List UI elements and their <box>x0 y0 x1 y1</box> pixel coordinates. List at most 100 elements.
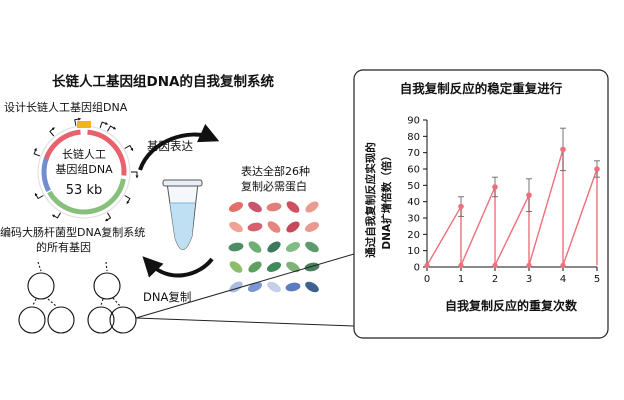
encode-label-line1: 编码大肠杆菌型DNA复制系统 <box>0 225 145 239</box>
y-tick-label: 90 <box>407 116 420 127</box>
y-tick-label: 70 <box>407 148 420 159</box>
y-axis-label-line1: 通过自我复制反应实现的 <box>364 142 377 258</box>
y-tick-label: 20 <box>407 230 420 241</box>
y-tick-label: 30 <box>407 214 420 225</box>
gene-arrow <box>34 192 44 200</box>
gene-arrow <box>49 127 55 137</box>
genome-size: 53 kb <box>66 183 102 198</box>
encode-label-line2: 的所有基因 <box>36 240 91 254</box>
reaction-tube <box>162 179 203 250</box>
tree-edge <box>32 298 37 306</box>
protein-blob <box>285 282 301 292</box>
protein-blob <box>286 221 300 233</box>
protein-blob <box>247 282 263 292</box>
protein-blob <box>267 221 281 233</box>
protein-blob <box>304 222 320 232</box>
protein-blob <box>267 281 281 293</box>
data-point <box>560 146 566 153</box>
series-segment <box>562 168 598 266</box>
genome-label-line2: 基因组DNA <box>55 162 113 176</box>
protein-blob <box>304 262 320 272</box>
data-point <box>458 262 464 268</box>
callout-line-upper <box>135 253 355 319</box>
protein-blob <box>228 202 244 212</box>
x-tick-label: 1 <box>458 274 464 285</box>
protein-blob <box>266 202 282 212</box>
gene-arrow <box>131 171 139 179</box>
y-tick-label: 60 <box>407 165 420 176</box>
x-tick-label: 0 <box>424 274 430 285</box>
left-panel-title: 长链人工基因组DNA的自我复制系统 <box>52 73 274 90</box>
replication-label: DNA复制 <box>143 290 191 304</box>
data-point <box>458 203 464 210</box>
expression-label: 基因表达 <box>147 139 193 153</box>
proteins-label-line1: 表达全部26种 <box>241 164 310 178</box>
tree-parent-circle-left <box>27 272 55 300</box>
proteins-label-line2: 复制必需蛋白 <box>241 179 307 193</box>
x-tick-label: 5 <box>594 274 600 285</box>
x-tick-label: 3 <box>526 274 532 285</box>
protein-blob <box>229 261 243 273</box>
replication-arrow <box>142 256 214 278</box>
tree-edge <box>112 297 121 307</box>
data-point <box>594 166 600 172</box>
protein-blob <box>305 241 319 253</box>
genome-ring <box>33 117 139 222</box>
gene-arrow <box>107 125 117 132</box>
gene-arrow <box>99 121 109 129</box>
protein-blob <box>248 241 262 253</box>
data-point <box>424 262 430 268</box>
genome-label-line1: 长链人工 <box>62 147 106 161</box>
protein-grid <box>228 201 320 293</box>
protein-blob <box>229 221 243 233</box>
protein-blob <box>267 241 281 253</box>
y-tick-label: 40 <box>407 197 420 208</box>
gene-arrow <box>33 147 41 157</box>
series-segment <box>528 149 564 266</box>
gene-arrow <box>104 212 112 222</box>
protein-blob <box>228 242 244 252</box>
replication-tree <box>18 261 137 334</box>
protein-blob <box>286 261 300 273</box>
expression-arrow <box>138 123 220 171</box>
gene-arrow <box>124 195 131 205</box>
protein-blob <box>248 261 262 273</box>
protein-blob <box>305 201 319 213</box>
y-axis-label-line2: DNA扩增倍数（倍） <box>380 150 393 249</box>
tree-child-circle-3 <box>87 306 115 334</box>
x-tick-label: 4 <box>560 274 566 285</box>
gene-arrows <box>33 117 139 222</box>
series-segment <box>426 206 462 266</box>
design-label: 设计长链人工基因组DNA <box>4 100 128 114</box>
tree-parent-circle-right <box>93 272 121 300</box>
chart-box <box>353 69 609 339</box>
tree-edge <box>105 261 108 272</box>
y-tick-label: 80 <box>407 132 420 143</box>
tree-edge <box>47 298 57 307</box>
gene-arrow <box>124 144 134 152</box>
data-point <box>492 184 498 190</box>
series-segment <box>494 194 530 266</box>
data-point <box>526 262 532 268</box>
protein-blob <box>305 281 319 293</box>
data-point <box>492 262 498 268</box>
protein-blob <box>285 242 301 252</box>
callout-line-lower <box>135 317 355 327</box>
ring-segment-green <box>47 178 126 215</box>
protein-blob <box>266 262 282 272</box>
y-tick-label: 50 <box>407 181 420 192</box>
tree-child-circle-2 <box>47 306 75 334</box>
x-tick-label: 2 <box>492 274 498 285</box>
data-point <box>526 192 532 198</box>
ring-segment-red <box>87 129 127 176</box>
protein-blob <box>248 201 262 213</box>
gene-arrow <box>51 212 61 219</box>
series-segment <box>460 186 496 266</box>
protein-blob <box>247 222 263 232</box>
ring-segment-blue <box>41 157 51 192</box>
tree-child-circle-4 <box>109 306 137 334</box>
protein-blob <box>286 201 300 213</box>
tree-child-circle-1 <box>18 306 46 334</box>
